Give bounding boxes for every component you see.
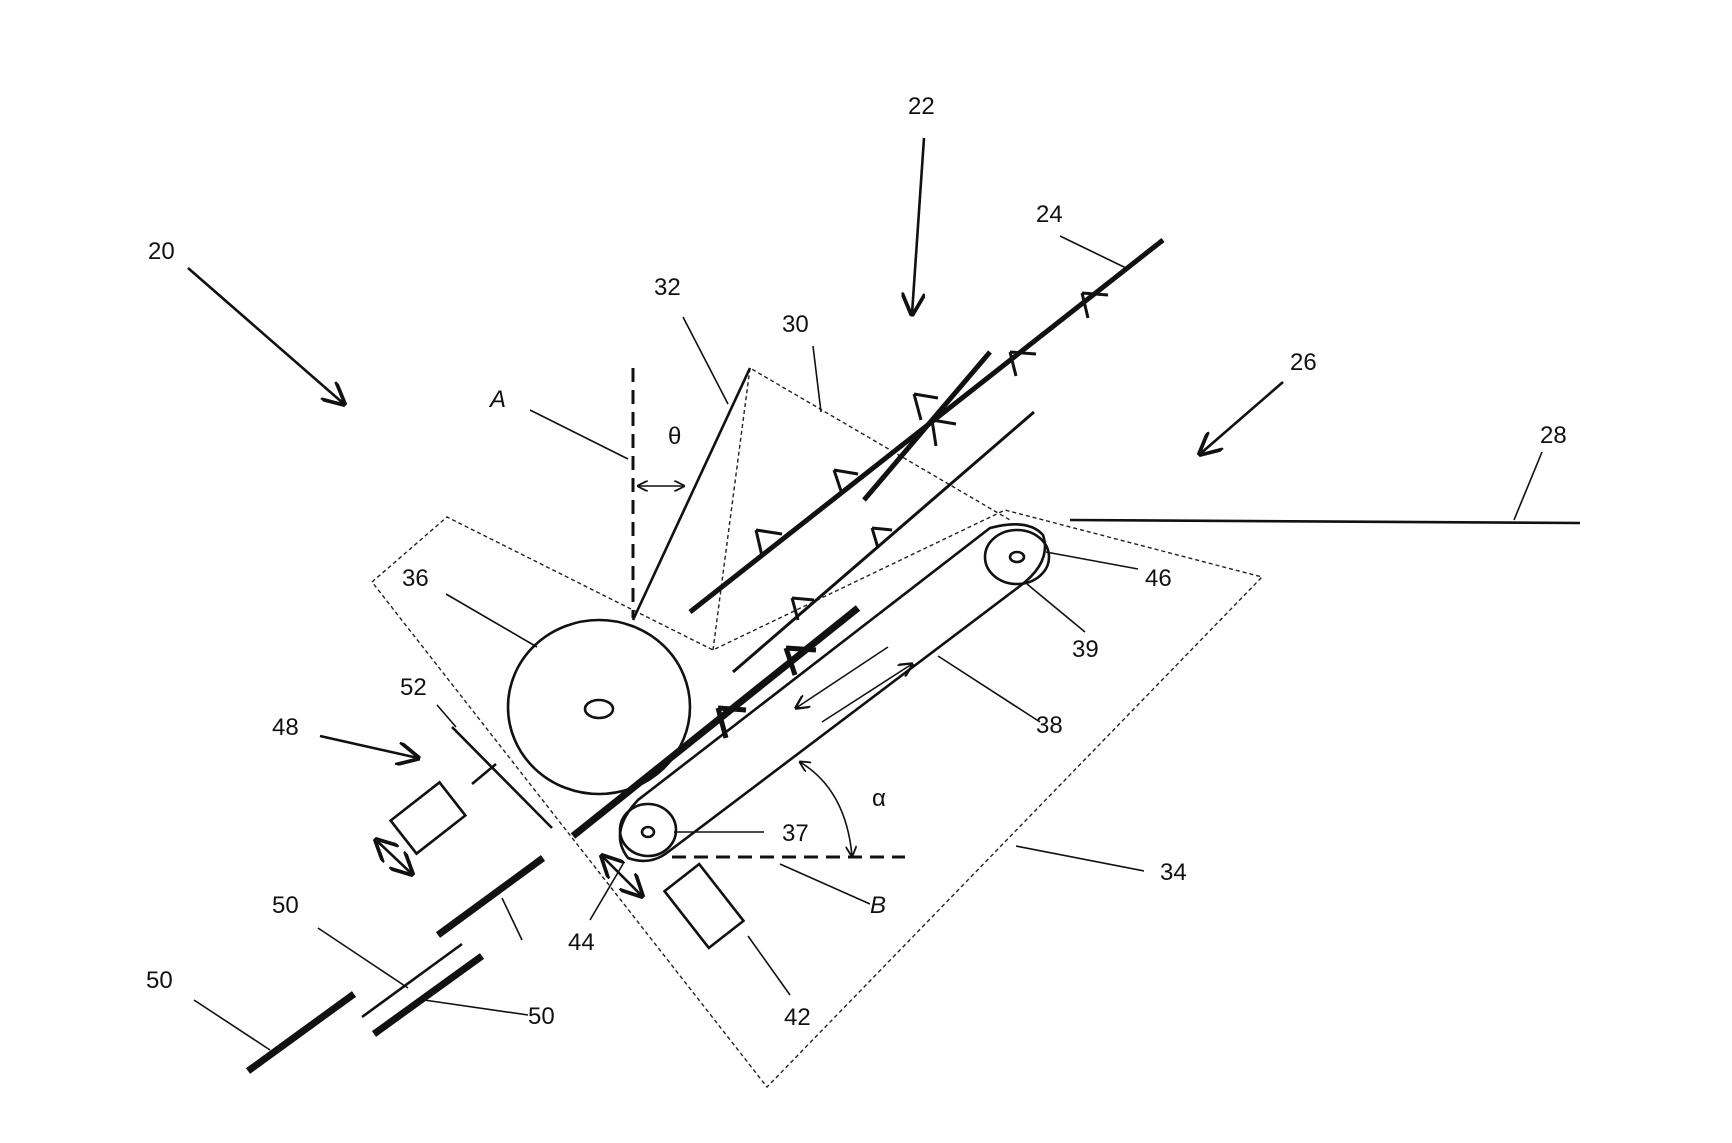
pulley-39-hub bbox=[1010, 552, 1024, 562]
label-A: A bbox=[488, 386, 506, 413]
chevron-4 bbox=[932, 420, 956, 446]
stream-line-upper bbox=[864, 352, 990, 500]
label-50-c: 50 bbox=[146, 967, 173, 994]
stream-line-lower bbox=[573, 608, 858, 836]
label-42: 42 bbox=[784, 1004, 811, 1031]
label-alpha: α bbox=[872, 785, 886, 812]
leader-52 bbox=[437, 705, 456, 727]
leader-34 bbox=[1016, 846, 1144, 871]
leader-42 bbox=[748, 936, 790, 995]
label-34: 34 bbox=[1160, 859, 1187, 886]
conveyor-belt-38 bbox=[620, 524, 1045, 861]
label-44: 44 bbox=[568, 929, 595, 956]
region-30-outline bbox=[713, 368, 1010, 650]
label-20: 20 bbox=[148, 238, 175, 265]
guide-52 bbox=[452, 727, 552, 828]
wall-28 bbox=[1070, 520, 1580, 523]
belt-arrow-up bbox=[822, 664, 912, 722]
leader-39 bbox=[1027, 584, 1085, 632]
leader-lines bbox=[194, 236, 1542, 1050]
label-52: 52 bbox=[400, 674, 427, 701]
label-48: 48 bbox=[272, 714, 299, 741]
leader-50c bbox=[502, 898, 522, 940]
belt-arrow-down bbox=[796, 647, 888, 708]
label-B: B bbox=[870, 892, 886, 919]
label-36: 36 bbox=[402, 565, 429, 592]
region-34-outline bbox=[372, 510, 1262, 1087]
drum-36-hub bbox=[585, 700, 613, 718]
leader-36 bbox=[446, 594, 537, 647]
label-38: 38 bbox=[1036, 712, 1063, 739]
leader-30 bbox=[813, 346, 821, 412]
leader-A bbox=[530, 410, 628, 459]
ref-arrow-20 bbox=[188, 268, 344, 404]
label-37: 37 bbox=[782, 820, 809, 847]
line-32 bbox=[633, 368, 750, 620]
plate-50-lower bbox=[248, 994, 354, 1071]
label-22: 22 bbox=[908, 93, 935, 120]
leader-46 bbox=[1046, 552, 1138, 569]
leader-32 bbox=[683, 317, 728, 404]
plate-50-upper bbox=[438, 858, 543, 935]
chevron-1 bbox=[1082, 293, 1108, 318]
leader-B bbox=[780, 864, 870, 904]
ref-arrow-26 bbox=[1200, 382, 1283, 454]
pulley-37-hub bbox=[642, 827, 654, 837]
leader-28 bbox=[1514, 452, 1542, 520]
label-theta: θ bbox=[668, 423, 681, 450]
label-26: 26 bbox=[1290, 349, 1317, 376]
label-30: 30 bbox=[782, 311, 809, 338]
label-28: 28 bbox=[1540, 422, 1567, 449]
ref-arrow-48 bbox=[320, 736, 418, 758]
label-50-a: 50 bbox=[272, 892, 299, 919]
label-24: 24 bbox=[1036, 201, 1063, 228]
leader-50b bbox=[424, 1000, 528, 1015]
leader-24 bbox=[1060, 236, 1126, 268]
label-46: 46 bbox=[1145, 565, 1172, 592]
leader-50d bbox=[194, 1000, 270, 1050]
actuator-48 bbox=[391, 782, 466, 853]
actuator-42 bbox=[664, 864, 743, 948]
travel-arrow-48 bbox=[376, 840, 412, 874]
label-39: 39 bbox=[1072, 636, 1099, 663]
leader-38 bbox=[938, 656, 1040, 722]
leader-44 bbox=[590, 864, 623, 920]
pulley-39 bbox=[985, 530, 1049, 584]
label-32: 32 bbox=[654, 274, 681, 301]
leader-50a bbox=[318, 928, 408, 988]
label-50-b: 50 bbox=[528, 1003, 555, 1030]
ref-arrow-22 bbox=[912, 138, 924, 314]
